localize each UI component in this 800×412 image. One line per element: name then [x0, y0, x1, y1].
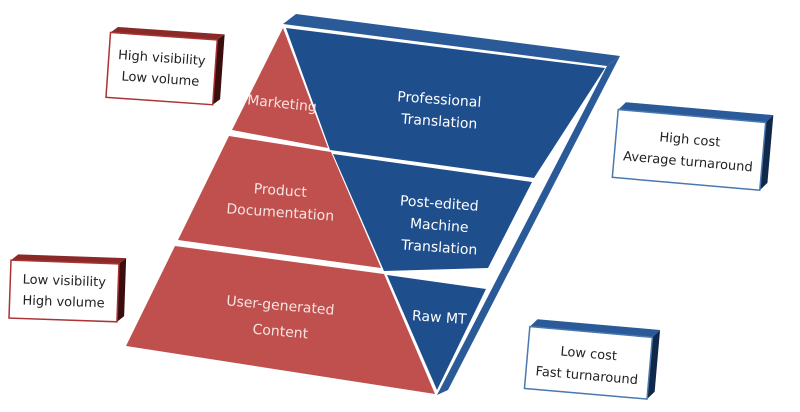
- label-documentation: Documentation: [226, 201, 335, 224]
- inverted-top-face: [283, 14, 620, 66]
- box-low-cost-line1: Low cost: [560, 344, 618, 364]
- box-high-cost-line1: High cost: [659, 130, 721, 150]
- box-high-visibility-line1: High visibility: [118, 48, 207, 69]
- inverted-section-post-edited: [333, 154, 532, 271]
- label-marketing: Marketing: [246, 92, 317, 115]
- label-translation-2: Translation: [400, 237, 478, 258]
- box-low-cost: Low cost Fast turnaround: [523, 319, 661, 400]
- label-professional: Professional: [397, 89, 482, 111]
- box-high-cost: High cost Average turnaround: [611, 102, 774, 192]
- label-translation-1: Translation: [400, 111, 478, 132]
- box-low-visibility-line2: High volume: [22, 294, 105, 312]
- pyramid-section-marketing: [232, 28, 328, 148]
- label-machine: Machine: [409, 216, 469, 236]
- inverted-section-professional: [286, 28, 605, 178]
- inverted-side-face: [437, 56, 620, 395]
- inverted-section-raw-mt: [387, 275, 486, 390]
- box-high-visibility: High visibility Low volume: [105, 26, 225, 106]
- box-low-visibility: Low visibility High volume: [8, 254, 127, 323]
- box-low-visibility-line1: Low visibility: [22, 273, 106, 291]
- label-product: Product: [253, 181, 308, 201]
- label-raw-mt: Raw MT: [412, 308, 468, 328]
- pyramid-section-product-documentation: [178, 136, 381, 268]
- label-post-edited: Post-edited: [399, 193, 479, 214]
- pyramid-section-user-generated: [126, 246, 435, 394]
- label-content: Content: [252, 322, 309, 343]
- box-high-visibility-line2: Low volume: [121, 69, 200, 89]
